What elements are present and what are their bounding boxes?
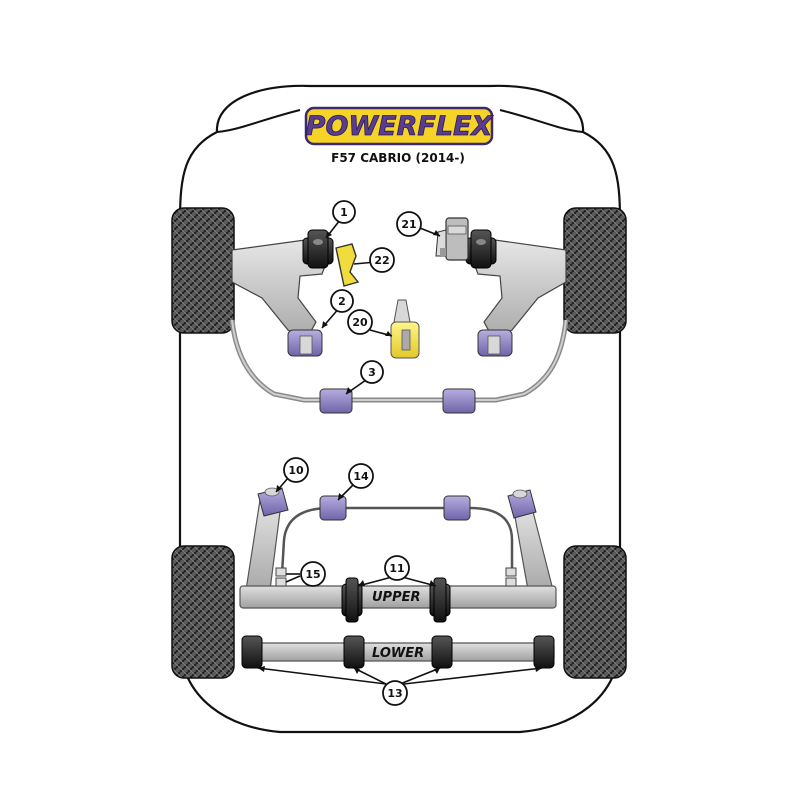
- front-left-tyre: [171, 207, 235, 334]
- front-arb-bush-right: [442, 388, 476, 414]
- callout-14: 14: [348, 463, 374, 489]
- callout-3-number: 3: [368, 366, 376, 379]
- callout-10: 10: [283, 457, 309, 483]
- callout-2: 2: [330, 289, 354, 313]
- droplink-bush-right: [505, 567, 517, 587]
- rear-upright-bush-right: [507, 489, 537, 519]
- callout-21: 21: [396, 211, 422, 237]
- callout-15-number: 15: [305, 568, 320, 581]
- callout-21-number: 21: [401, 218, 416, 231]
- lower-arm-bush-outer-right: [533, 635, 555, 669]
- brand-logo-text: POWERFLEX: [306, 111, 494, 142]
- engine-mount-21: [435, 217, 469, 261]
- callout-13-number: 13: [387, 687, 402, 700]
- car-cowl-line: [216, 109, 584, 133]
- upper-arm-bush-inner-right: [429, 577, 451, 623]
- callout-1-number: 1: [340, 206, 348, 219]
- callout-22: 22: [369, 247, 395, 273]
- callout-22-number: 22: [374, 254, 389, 267]
- upper-arm-bush-inner-left: [341, 577, 363, 623]
- rear-anti-roll-bar: [280, 506, 514, 576]
- lower-label: LOWER: [372, 646, 424, 661]
- callout-2-number: 2: [338, 295, 346, 308]
- lower-arm-bush-outer-left: [241, 635, 263, 669]
- front-arm-rear-bush-right: [477, 329, 513, 357]
- callout-13: 13: [382, 680, 408, 706]
- powerflex-logo: POWERFLEX: [304, 106, 494, 146]
- callout-14-number: 14: [353, 470, 369, 483]
- bush-insert-22: [335, 243, 360, 287]
- upper-label: UPPER: [372, 590, 421, 605]
- model-title: F57 CABRIO (2014-): [331, 151, 465, 165]
- car-body-outline: [178, 84, 622, 734]
- callout-15: 15: [300, 561, 326, 587]
- rear-arb-bush-right: [443, 495, 471, 521]
- callout-10-number: 10: [288, 464, 304, 477]
- lower-arm-bush-inner-left: [343, 635, 365, 669]
- callout-arrowheads: [258, 230, 542, 674]
- callout-11-number: 11: [389, 562, 404, 575]
- callout-20-number: 20: [352, 316, 368, 329]
- front-arm-rear-bush-left: [287, 329, 323, 357]
- rear-arb-bush-left: [319, 495, 347, 521]
- front-right-tyre: [563, 207, 627, 334]
- lower-arm-bush-inner-right: [431, 635, 453, 669]
- front-arb-bush-left: [319, 388, 353, 414]
- rear-right-tyre: [563, 545, 627, 679]
- rear-upper-arm: [239, 585, 557, 609]
- front-arm-front-bush-left: [302, 229, 334, 269]
- rear-left-tyre: [171, 545, 235, 679]
- callout-20: 20: [347, 309, 373, 335]
- rear-upright-bush-left: [257, 487, 289, 517]
- callout-1: 1: [332, 200, 356, 224]
- yellow-bush-20: [390, 299, 420, 359]
- callout-11: 11: [384, 555, 410, 581]
- callout-3: 3: [360, 360, 384, 384]
- front-arm-front-bush-right: [465, 229, 497, 269]
